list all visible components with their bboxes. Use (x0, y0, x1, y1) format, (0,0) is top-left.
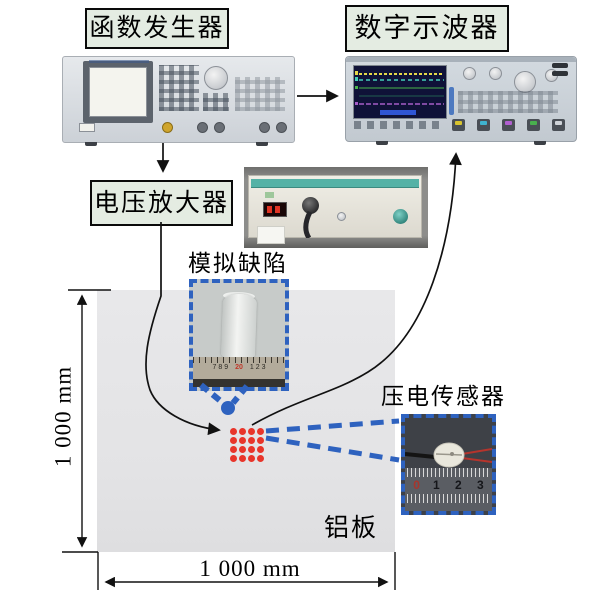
amplifier-front-panel (248, 175, 422, 244)
array-dot (230, 446, 237, 453)
defect-ruler-numbers-right: 1 2 3 (249, 364, 266, 371)
function-generator-screen (83, 60, 153, 123)
sensor-ruler-numbers: 1 2 3 (432, 478, 484, 492)
oscilloscope-label: 数字示波器 (345, 5, 509, 52)
array-dot (248, 437, 255, 444)
array-dot (239, 455, 246, 462)
sensor-disc-graphic (405, 442, 492, 468)
defect-ruler: 7 8 9 20 1 2 3 (193, 357, 285, 379)
array-dot (239, 437, 246, 444)
sensor-ruler: 0 1 2 3 (405, 468, 492, 511)
array-dot (248, 446, 255, 453)
array-dot (257, 455, 264, 462)
bnc-connector (214, 122, 225, 133)
function-generator-photo (62, 56, 295, 146)
sensor-ruler-number-red: 0 (413, 478, 420, 492)
defect-label: 模拟缺陷 (188, 251, 288, 276)
array-dot (230, 455, 237, 462)
waveform-display (354, 66, 446, 118)
oscilloscope-knob (514, 71, 536, 93)
defect-photo: 7 8 9 20 1 2 3 (189, 279, 289, 391)
bnc-output-yellow (162, 122, 173, 133)
function-generator-label: 函数发生器 (85, 8, 229, 49)
rotary-dial (204, 66, 228, 90)
function-generator-body (62, 56, 295, 146)
defect-ruler-numbers-left: 7 8 9 (212, 364, 229, 371)
button-grid (159, 65, 199, 111)
array-dot (257, 428, 264, 435)
bnc-connector (276, 122, 287, 133)
array-dot (230, 437, 237, 444)
amplifier-cable (303, 210, 313, 238)
sensor-label: 压电传感器 (381, 384, 506, 409)
bnc-connector (259, 122, 270, 133)
array-dot (248, 428, 255, 435)
sensor-array-dots (230, 428, 266, 464)
oscilloscope-screen (353, 65, 447, 119)
amplifier-photo (244, 167, 428, 248)
array-dot (239, 428, 246, 435)
plate-height-dimension-label: 1 000 mm (50, 365, 76, 468)
defect-cylinder (220, 293, 258, 359)
sensor-photo: 0 1 2 3 (401, 414, 496, 515)
bnc-connector (197, 122, 208, 133)
defect-ruler-number-red: 20 (235, 364, 243, 371)
oscilloscope-photo (345, 56, 577, 145)
oscilloscope-body (345, 56, 577, 145)
array-dot (230, 428, 237, 435)
array-dot (248, 455, 255, 462)
array-dot (257, 437, 264, 444)
plate-label: 铝板 (324, 515, 379, 542)
array-dot (239, 446, 246, 453)
amplifier-label: 电压放大器 (90, 180, 233, 226)
array-dot (257, 446, 264, 453)
plate-width-dimension-label: 1 000 mm (199, 556, 301, 581)
